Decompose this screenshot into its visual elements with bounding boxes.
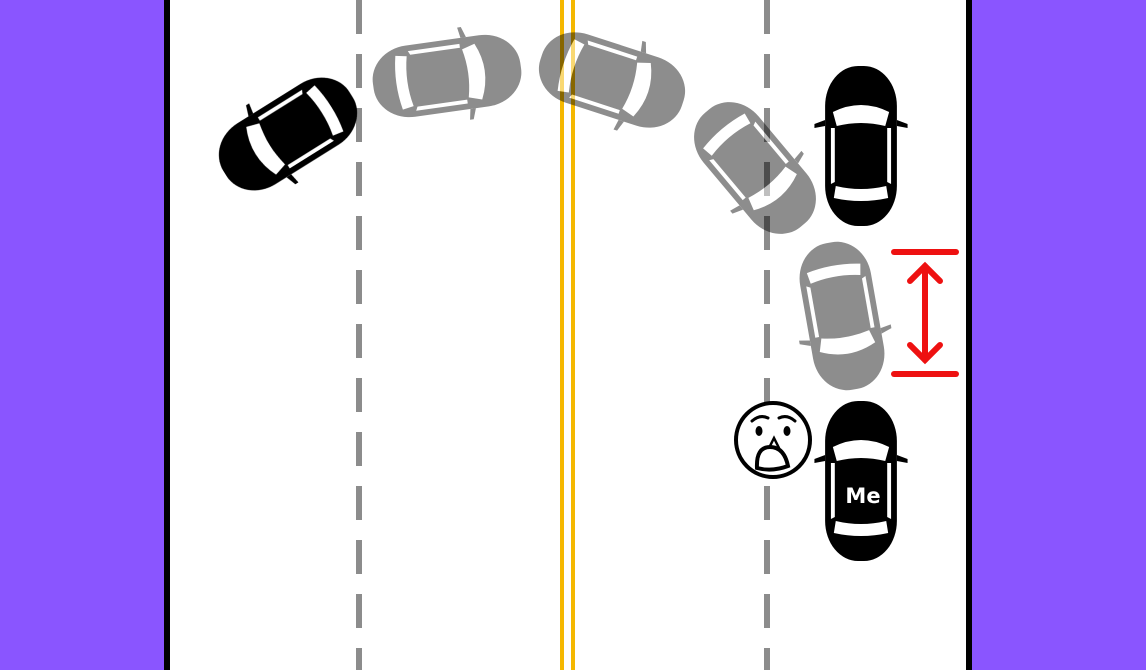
car-top-view-icon: [814, 66, 907, 226]
my-car-label: Me: [845, 484, 880, 508]
left-curb: [164, 0, 170, 670]
scared-face-icon: [736, 403, 810, 477]
my-car: Me: [814, 401, 907, 561]
parked-car-front: [814, 66, 907, 226]
car-top-view-icon: [814, 401, 907, 561]
right-curb: [966, 0, 972, 670]
